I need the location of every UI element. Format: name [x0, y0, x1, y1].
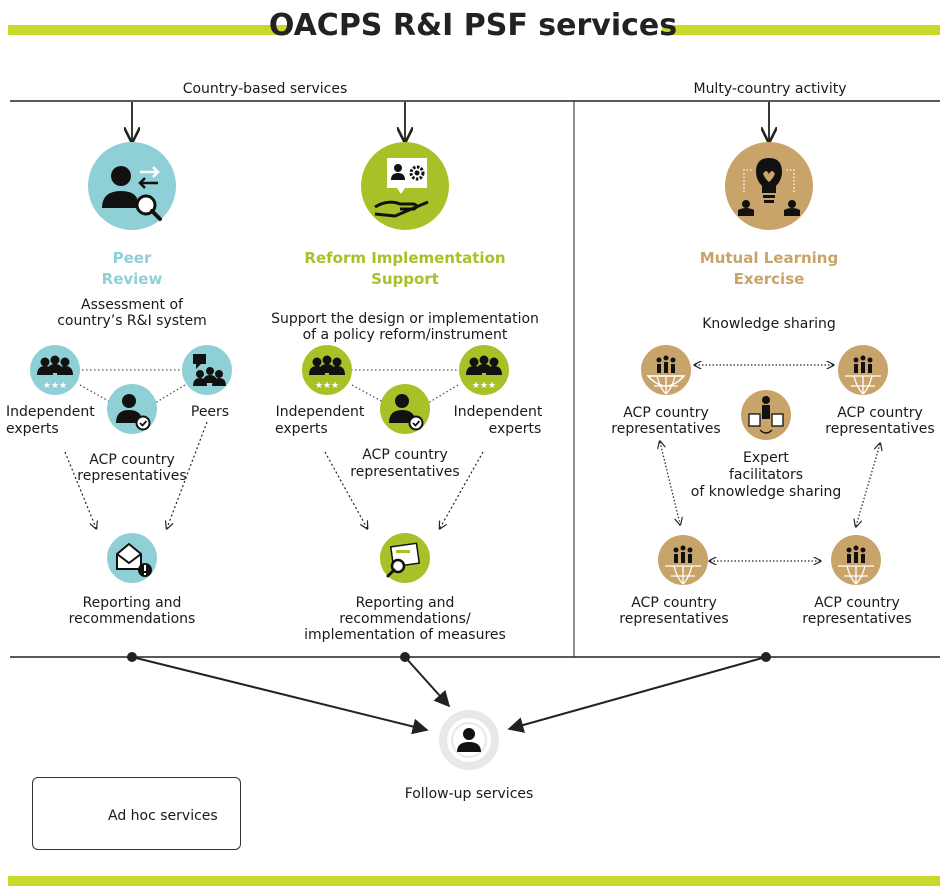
reform-title-line1: Reform Implementation	[304, 249, 506, 267]
mle-rep-br-line2: representatives	[802, 611, 912, 627]
reform-title-line2: Support	[371, 270, 439, 288]
ri-link-right	[427, 384, 459, 404]
ri-acp-label-line1: ACP country	[362, 447, 448, 463]
arrow-pr-to-followup	[131, 656, 429, 735]
svg-text:★★★: ★★★	[43, 381, 67, 391]
lightbulb-network-icon	[725, 142, 813, 230]
section-heading-multi: Multy-country activity	[693, 81, 847, 97]
acp-rep-check-icon	[380, 384, 430, 434]
mle-title-line1: Mutual Learning	[699, 249, 839, 267]
ri-arrow-left	[324, 451, 367, 528]
ri-output-line1: Reporting and	[355, 595, 455, 611]
mle-facilitator-line2: facilitators	[728, 467, 804, 483]
ri-link-left	[351, 384, 386, 404]
person-search-icon	[88, 142, 176, 230]
mle-link-left	[660, 442, 680, 524]
pr-output-line2: recommendations	[68, 611, 196, 627]
arrow-mle-to-followup	[507, 656, 767, 733]
peer-review-title-line2: Review	[101, 270, 163, 288]
svg-text:★★★: ★★★	[315, 381, 339, 391]
pr-experts-label-line2: experts	[6, 421, 59, 437]
globe-people-icon	[831, 535, 881, 585]
mle-rep-bl-line2: representatives	[619, 611, 729, 627]
reform-desc-line1: Support the design or implementation	[271, 311, 539, 327]
ri-experts-right-line1: Independent	[453, 404, 543, 420]
arrow-ri-to-followup	[404, 656, 451, 708]
experts-group-icon: ★★★	[302, 345, 352, 395]
peers-chat-icon	[182, 345, 232, 395]
report-magnifier-icon	[380, 533, 430, 583]
mle-rep-tr-line2: representatives	[825, 421, 935, 437]
globe-people-icon	[658, 535, 708, 585]
pr-acp-label-line2: representatives	[77, 468, 187, 484]
pr-arrow-left	[64, 451, 96, 528]
pr-acp-label-line1: ACP country	[89, 452, 175, 468]
acp-rep-check-icon	[107, 384, 157, 434]
report-envelope-icon	[107, 533, 157, 583]
mle-title-line2: Exercise	[733, 270, 805, 288]
peer-review-title-line1: Peer	[112, 249, 152, 267]
mle-rep-tr-line1: ACP country	[837, 405, 923, 421]
globe-people-icon	[641, 345, 691, 395]
mle-facilitator-line3: of knowledge sharing	[690, 484, 842, 500]
peer-review-desc-line1: Assessment of	[81, 297, 183, 313]
pr-link-left	[79, 384, 113, 404]
ri-experts-left-line1: Independent	[275, 404, 365, 420]
mle-link-right	[856, 444, 880, 526]
mle-desc: Knowledge sharing	[702, 316, 836, 332]
title-bar-right	[662, 25, 940, 35]
hand-gear-icon	[361, 142, 449, 230]
title-bar-left	[8, 25, 288, 35]
ri-experts-right-line2: experts	[488, 421, 542, 437]
pr-output-line1: Reporting and	[82, 595, 182, 611]
follow-up-icon	[439, 710, 499, 770]
peer-review-desc-line2: country’s R&I system	[57, 313, 207, 329]
ri-experts-left-line2: experts	[275, 421, 328, 437]
ri-output-line3: implementation of measures	[304, 627, 506, 643]
reform-desc-line2: of a policy reform/instrument	[302, 327, 508, 343]
facilitator-icon	[741, 390, 791, 440]
ad-hoc-label: Ad hoc services	[108, 808, 218, 824]
bottom-bar	[8, 876, 940, 886]
mle-rep-br-line1: ACP country	[814, 595, 900, 611]
mle-rep-tl-line1: ACP country	[623, 405, 709, 421]
ri-acp-label-line2: representatives	[350, 464, 460, 480]
ri-arrow-right	[440, 451, 484, 528]
follow-up-label: Follow-up services	[404, 786, 534, 802]
pr-peers-label: Peers	[190, 404, 230, 420]
page-title: OACPS R&I PSF services	[268, 8, 678, 43]
pr-experts-label-line1: Independent	[6, 404, 95, 420]
svg-text:★★★: ★★★	[472, 381, 496, 391]
ri-output-line2: recommendations/	[339, 611, 471, 627]
mle-rep-bl-line1: ACP country	[631, 595, 717, 611]
mle-rep-tl-line2: representatives	[611, 421, 721, 437]
ad-hoc-legend-box	[32, 777, 241, 850]
globe-people-icon	[838, 345, 888, 395]
experts-group-icon: ★★★	[30, 345, 80, 395]
pr-arrow-right	[167, 421, 208, 528]
pr-link-right	[154, 384, 186, 404]
experts-group-icon: ★★★	[459, 345, 509, 395]
mle-facilitator-line1: Expert	[743, 450, 789, 466]
section-heading-country: Country-based services	[182, 81, 348, 97]
